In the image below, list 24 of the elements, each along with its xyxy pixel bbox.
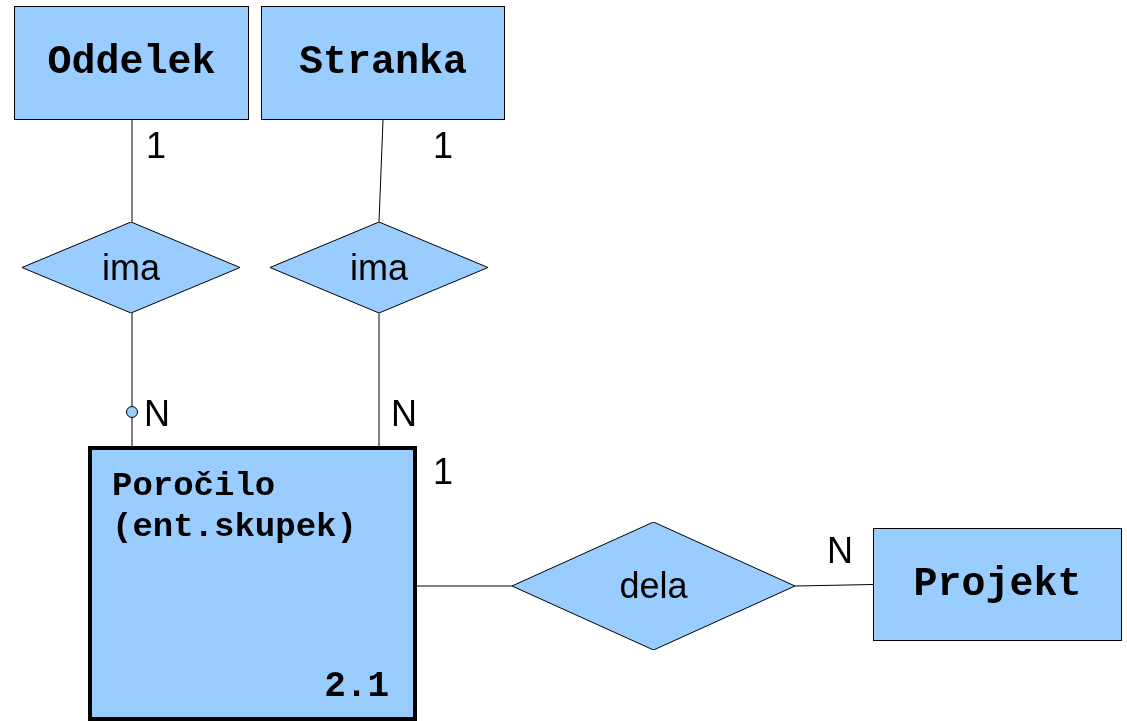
connector-line — [126, 312, 138, 447]
entity-name: Stranka — [299, 43, 467, 83]
cardinality-label: 1 — [146, 128, 167, 164]
cardinality-label: N — [391, 396, 417, 432]
connector-line — [416, 585, 513, 587]
cardinality-label: N — [827, 533, 853, 569]
connector-line — [794, 584, 874, 587]
entity-box — [14, 6, 249, 120]
relationship-label: dela — [619, 568, 688, 604]
entity-name: Poročilo (ent.skupek) — [112, 466, 358, 548]
weak-entity-box — [88, 446, 417, 721]
cardinality-label: 1 — [433, 128, 454, 164]
entity-name: Oddelek — [47, 43, 216, 83]
entity-box — [261, 6, 505, 120]
entity-name: Projekt — [913, 564, 1082, 605]
cardinality-label: N — [144, 396, 170, 432]
connector-line — [131, 119, 133, 223]
entity-box — [873, 528, 1122, 641]
cardinality-label: 1 — [433, 454, 454, 490]
relationship-label: ima — [102, 249, 160, 286]
entity-number: 2.1 — [324, 669, 389, 705]
relationship-label: ima — [350, 249, 408, 286]
connector-line — [378, 119, 384, 223]
connector-line — [378, 312, 380, 447]
